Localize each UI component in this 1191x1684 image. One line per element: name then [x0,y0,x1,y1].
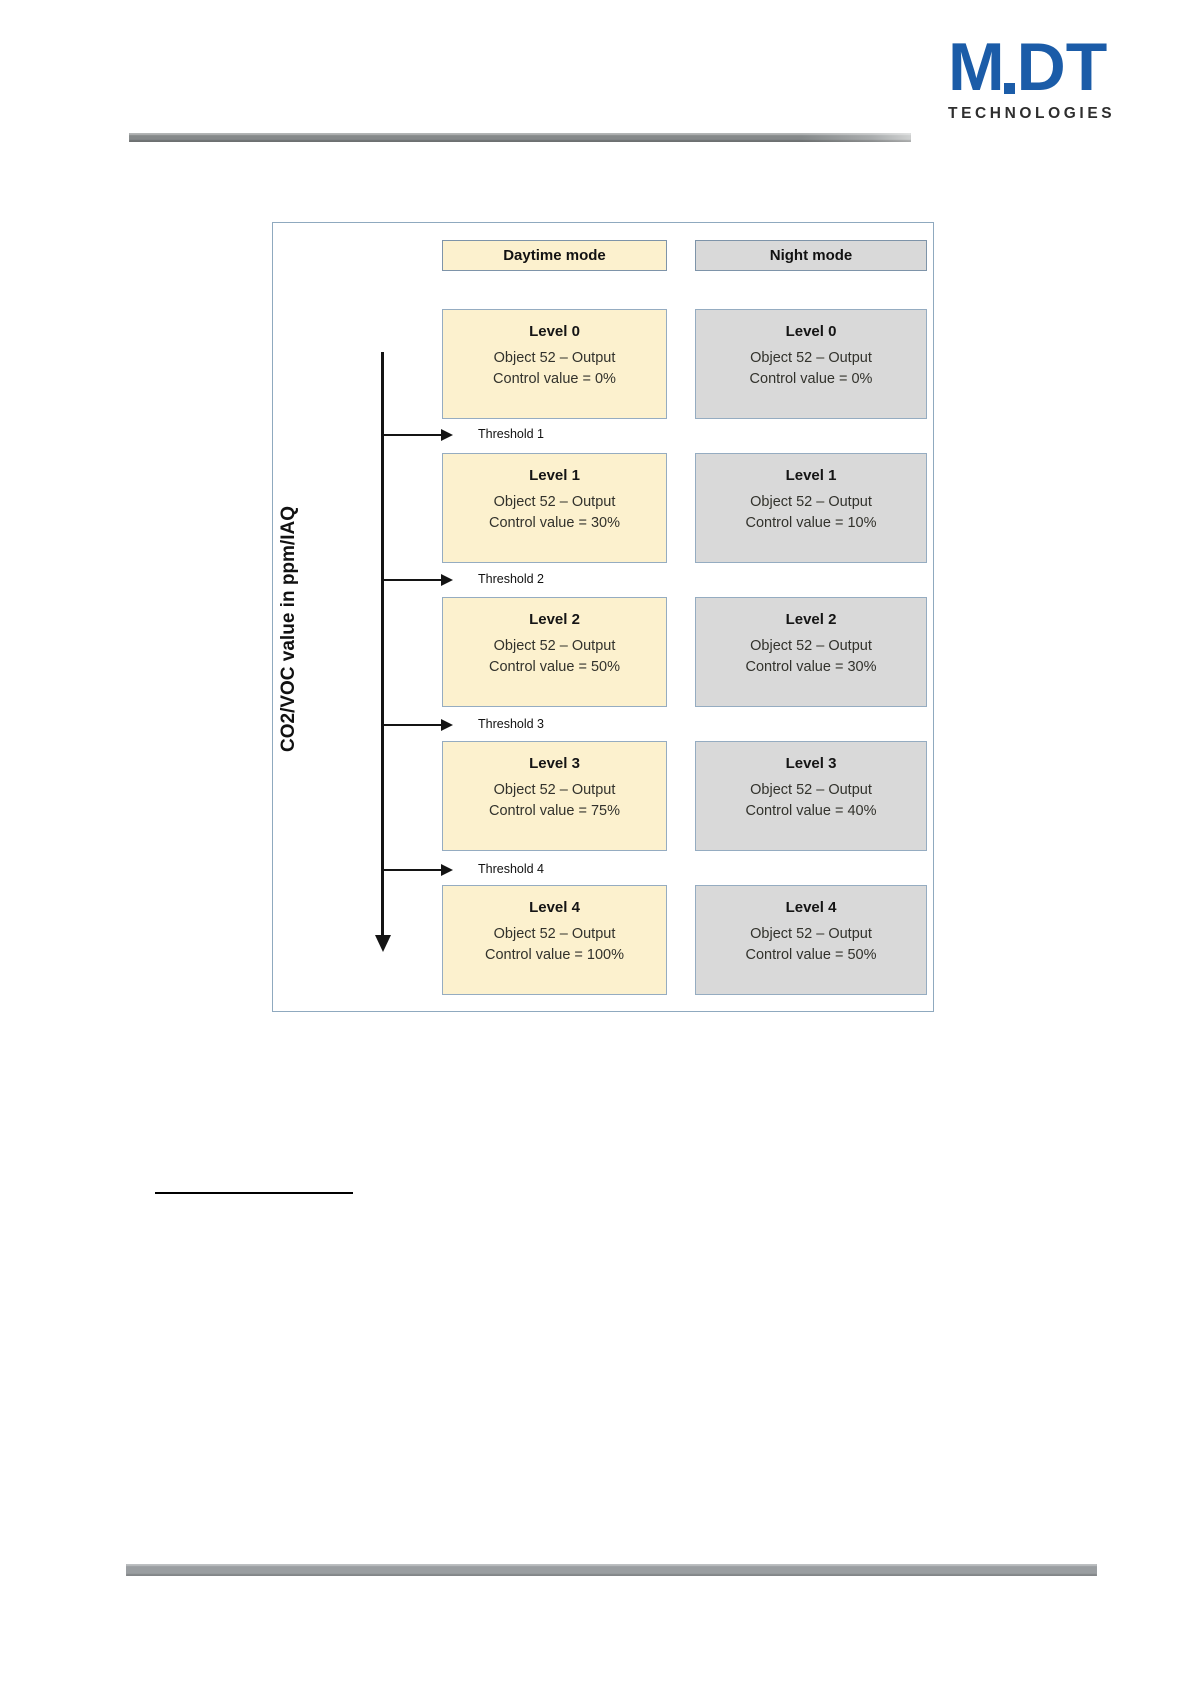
threshold-arrowhead-right-icon [441,864,453,876]
level1-daytime-box: Level 1 Object 52 – Output Control value… [442,453,667,563]
footnote-rule [155,1192,353,1194]
level0-night-box: Level 0 Object 52 – Output Control value… [695,309,927,419]
level-object-line: Object 52 – Output [750,350,872,366]
level-value-line: Control value = 30% [489,515,620,531]
level-object-line: Object 52 – Output [493,494,616,510]
mdt-logo-letters-dt: DT [1016,29,1108,105]
threshold-arrow-line [383,434,442,436]
threshold-arrowhead-right-icon [441,429,453,441]
level-value-line: Control value = 50% [745,947,877,963]
level-title: Level 0 [785,323,837,340]
level-value-line: Control value = 10% [745,515,877,531]
threshold-label: Threshold 4 [478,862,545,876]
level-object-line: Object 52 – Output [493,350,616,366]
threshold-label: Threshold 2 [478,572,545,586]
level-value-line: Control value = 40% [745,803,877,819]
level-object-line: Object 52 – Output [750,926,872,942]
level3-daytime-box: Level 3 Object 52 – Output Control value… [442,741,667,851]
mdt-logo-wordmark: M DT [948,29,1120,105]
level-title: Level 4 [529,899,580,916]
level4-night-box: Level 4 Object 52 – Output Control value… [695,885,927,995]
header-divider-bar [129,133,911,142]
axis-label: CO2/VOC value in ppm/IAQ [278,506,299,752]
level2-daytime-box: Level 2 Object 52 – Output Control value… [442,597,667,707]
level-title: Level 2 [785,611,837,628]
level0-daytime-box: Level 0 Object 52 – Output Control value… [442,309,667,419]
level-title: Level 3 [529,755,580,772]
level3-night-box: Level 3 Object 52 – Output Control value… [695,741,927,851]
level-object-line: Object 52 – Output [493,638,616,654]
level-object-line: Object 52 – Output [750,494,872,510]
level2-night-box: Level 2 Object 52 – Output Control value… [695,597,927,707]
night-mode-header: Night mode [695,240,927,271]
level-object-line: Object 52 – Output [493,926,616,942]
mdt-logo-subtitle: TECHNOLOGIES [948,105,1116,123]
level4-daytime-box: Level 4 Object 52 – Output Control value… [442,885,667,995]
threshold-arrow-line [383,724,442,726]
level-object-line: Object 52 – Output [493,782,616,798]
level-object-line: Object 52 – Output [750,782,872,798]
level-title: Level 1 [529,467,580,484]
footer-divider-bar [126,1564,1097,1576]
level-title: Level 4 [785,899,837,916]
daytime-mode-header: Daytime mode [442,240,667,271]
threshold-arrow-line [383,579,442,581]
level-value-line: Control value = 0% [493,371,616,387]
level-value-line: Control value = 30% [745,659,877,675]
level-title: Level 1 [785,467,837,484]
level-title: Level 2 [529,611,580,628]
threshold-arrowhead-right-icon [441,574,453,586]
level-value-line: Control value = 50% [489,659,620,675]
level-value-line: Control value = 75% [489,803,620,819]
level-title: Level 0 [529,323,580,340]
threshold-arrowhead-right-icon [441,719,453,731]
threshold-label: Threshold 1 [478,427,545,441]
mdt-logo: M DT TECHNOLOGIES [948,29,1120,123]
level-value-line: Control value = 0% [749,371,873,387]
level-value-line: Control value = 100% [484,947,625,963]
axis-arrowhead-down-icon [375,935,391,952]
level-object-line: Object 52 – Output [750,638,872,654]
threshold-label: Threshold 3 [478,717,545,731]
level-title: Level 3 [785,755,837,772]
mdt-logo-dot-icon [1003,83,1015,95]
mdt-logo-letter-m: M [948,29,1005,105]
axis-arrow-line [381,352,384,935]
level1-night-box: Level 1 Object 52 – Output Control value… [695,453,927,563]
threshold-arrow-line [383,869,442,871]
